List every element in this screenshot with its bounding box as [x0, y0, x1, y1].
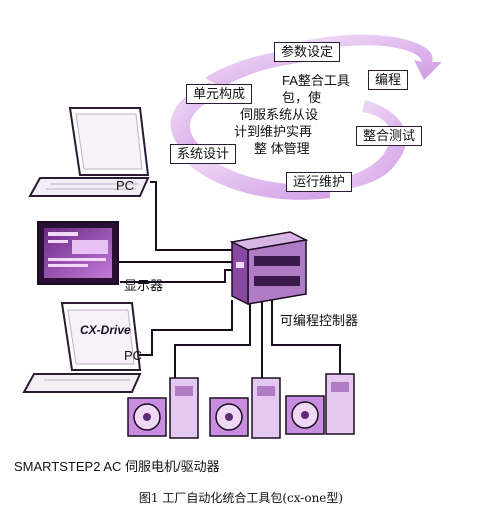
servo-set-1	[127, 377, 199, 439]
step-system-design-box: 系统设计	[170, 144, 237, 164]
center-text-line: 伺服系统从设	[240, 107, 319, 122]
step-program-box: 编程	[368, 70, 409, 90]
display-label: 显示器	[124, 278, 164, 293]
plc-unit	[229, 231, 309, 306]
center-text-line: 整 体管理	[254, 141, 310, 156]
servo-set-3	[285, 373, 355, 435]
laptop-bottom	[22, 302, 142, 393]
cycle-center-text: FA整合工具 包，使 伺服系统从设 计到维护实再 整 体管理	[234, 72, 384, 157]
servo-set-2	[209, 377, 281, 439]
pc-top-label: PC	[116, 178, 135, 193]
step-param-box: 参数设定	[274, 42, 341, 62]
pc-bottom-label: PC	[124, 348, 143, 363]
center-text-line: 计到维护实再	[234, 124, 313, 139]
laptop-screen-text: CX-Drive	[80, 323, 131, 337]
center-text-line: FA整合工具	[282, 73, 350, 88]
figure-caption: 图1 工厂自动化统合工具包(cx-one型)	[138, 491, 344, 505]
plc-label: 可编程控制器	[280, 313, 359, 328]
step-integration-test-box: 整合测试	[356, 126, 423, 146]
servo-label: SMARTSTEP2 AC 伺服电机/驱动器	[14, 459, 220, 474]
center-text-line: 包，使	[282, 90, 322, 105]
laptop-top	[28, 107, 150, 197]
step-unit-box: 单元构成	[186, 84, 253, 104]
display-monitor	[37, 221, 119, 285]
step-maintenance-box: 运行维护	[286, 172, 353, 192]
